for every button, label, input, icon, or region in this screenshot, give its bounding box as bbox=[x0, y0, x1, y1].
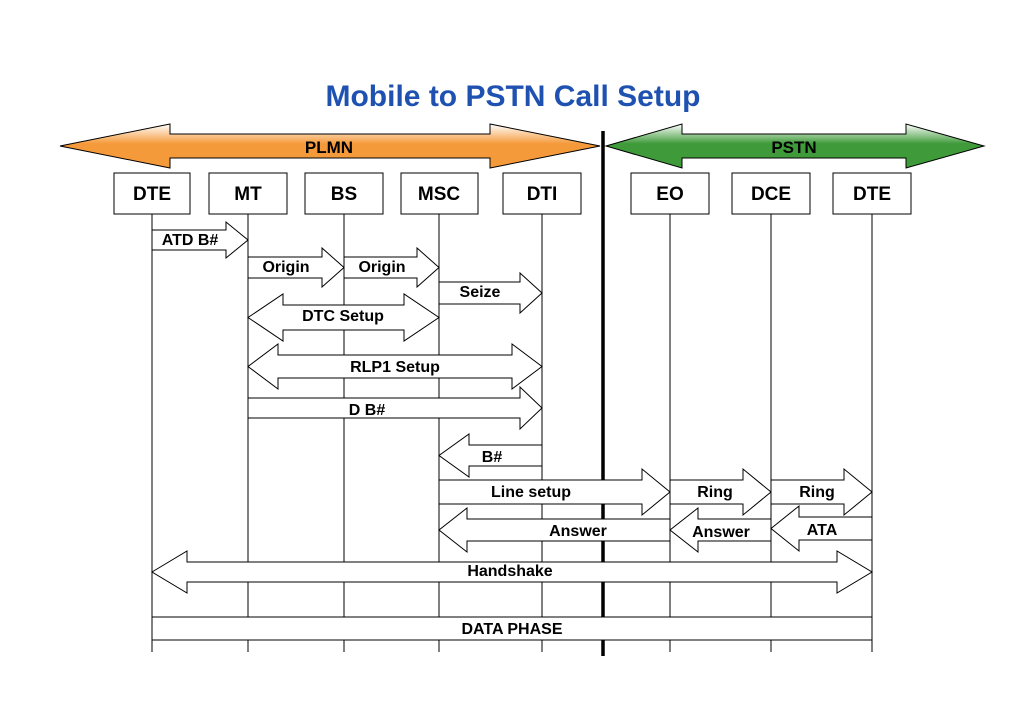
plmn-domain-arrow: PLMN bbox=[59, 123, 601, 169]
arrow-shape bbox=[770, 467, 873, 517]
arrow-shape bbox=[151, 550, 873, 594]
message-answer-eo-msc: Answer bbox=[438, 506, 671, 554]
message-rlp1-setup: RLP1 Setup bbox=[247, 343, 543, 390]
message-label: ATD B# bbox=[162, 232, 219, 249]
arrow-shape bbox=[669, 467, 772, 517]
message-origin-mt-bs: Origin bbox=[247, 246, 345, 289]
arrow-shape bbox=[438, 467, 671, 517]
message-answer-dce-eo: Answer bbox=[669, 506, 772, 554]
pstn-label: PSTN bbox=[771, 138, 816, 157]
message-label: ATA bbox=[807, 522, 838, 539]
message-ring-eo-dce: Ring bbox=[669, 467, 772, 517]
message-label: Answer bbox=[549, 523, 607, 540]
message-label: Handshake bbox=[467, 563, 552, 580]
message-line-setup: Line setup bbox=[438, 467, 671, 517]
message-label: DTC Setup bbox=[302, 308, 384, 325]
entity-label: DTE bbox=[853, 184, 891, 205]
lifelines bbox=[151, 214, 873, 652]
message-ata: ATA bbox=[770, 504, 873, 553]
entity-label: DTI bbox=[527, 184, 558, 205]
message-label: Ring bbox=[697, 484, 733, 501]
message-seize: Seize bbox=[438, 271, 543, 315]
entity-label: DCE bbox=[751, 184, 791, 205]
arrow-shape bbox=[247, 343, 543, 390]
message-atd-bnum: ATD B# bbox=[151, 220, 249, 260]
message-label: Ring bbox=[799, 484, 835, 501]
phase-box bbox=[151, 616, 873, 641]
entity-label: MT bbox=[234, 184, 262, 205]
page-title: Mobile to PSTN Call Setup bbox=[325, 80, 700, 113]
arrow-shape bbox=[247, 385, 543, 431]
message-ring-dce-dte: Ring bbox=[770, 467, 873, 517]
arrow-shape bbox=[438, 506, 671, 554]
entity-dti: DTI bbox=[502, 172, 582, 215]
arrow-shape bbox=[343, 246, 440, 289]
arrow-shape bbox=[438, 271, 543, 315]
entity-label: DTE bbox=[133, 184, 171, 205]
message-d-bnum: D B# bbox=[247, 385, 543, 431]
entity-bs: BS bbox=[304, 172, 384, 215]
message-label: Origin bbox=[262, 259, 309, 276]
message-label: Line setup bbox=[491, 484, 571, 501]
entity-label: EO bbox=[656, 184, 683, 205]
message-origin-bs-msc: Origin bbox=[343, 246, 440, 289]
pstn-domain-arrow: PSTN bbox=[604, 123, 986, 169]
entity-msc: MSC bbox=[400, 172, 479, 215]
arrow-shape bbox=[669, 506, 772, 554]
arrow-shape bbox=[247, 293, 440, 342]
arrow-shape bbox=[770, 504, 873, 553]
message-label: Origin bbox=[358, 259, 405, 276]
message-label: Answer bbox=[692, 524, 750, 541]
plmn-label: PLMN bbox=[305, 138, 353, 157]
message-label: DATA PHASE bbox=[461, 621, 562, 638]
message-label: D B# bbox=[349, 402, 386, 419]
message-bnum: B# bbox=[438, 433, 543, 478]
message-data-phase: DATA PHASE bbox=[151, 616, 873, 641]
entity-dte-mobile: DTE bbox=[113, 172, 191, 215]
entity-label: MSC bbox=[418, 184, 461, 205]
entity-mt: MT bbox=[208, 172, 288, 215]
message-label: B# bbox=[482, 449, 503, 466]
message-dtc-setup: DTC Setup bbox=[247, 293, 440, 342]
message-handshake: Handshake bbox=[151, 550, 873, 594]
entity-label: BS bbox=[331, 184, 357, 205]
entity-dte-pstn: DTE bbox=[832, 172, 912, 215]
message-label: RLP1 Setup bbox=[350, 359, 440, 376]
message-label: Seize bbox=[460, 284, 501, 301]
arrow-shape bbox=[151, 220, 249, 260]
arrow-shape bbox=[438, 433, 543, 478]
entity-dce: DCE bbox=[731, 172, 811, 215]
entity-eo: EO bbox=[630, 172, 710, 215]
arrow-shape bbox=[247, 246, 345, 289]
